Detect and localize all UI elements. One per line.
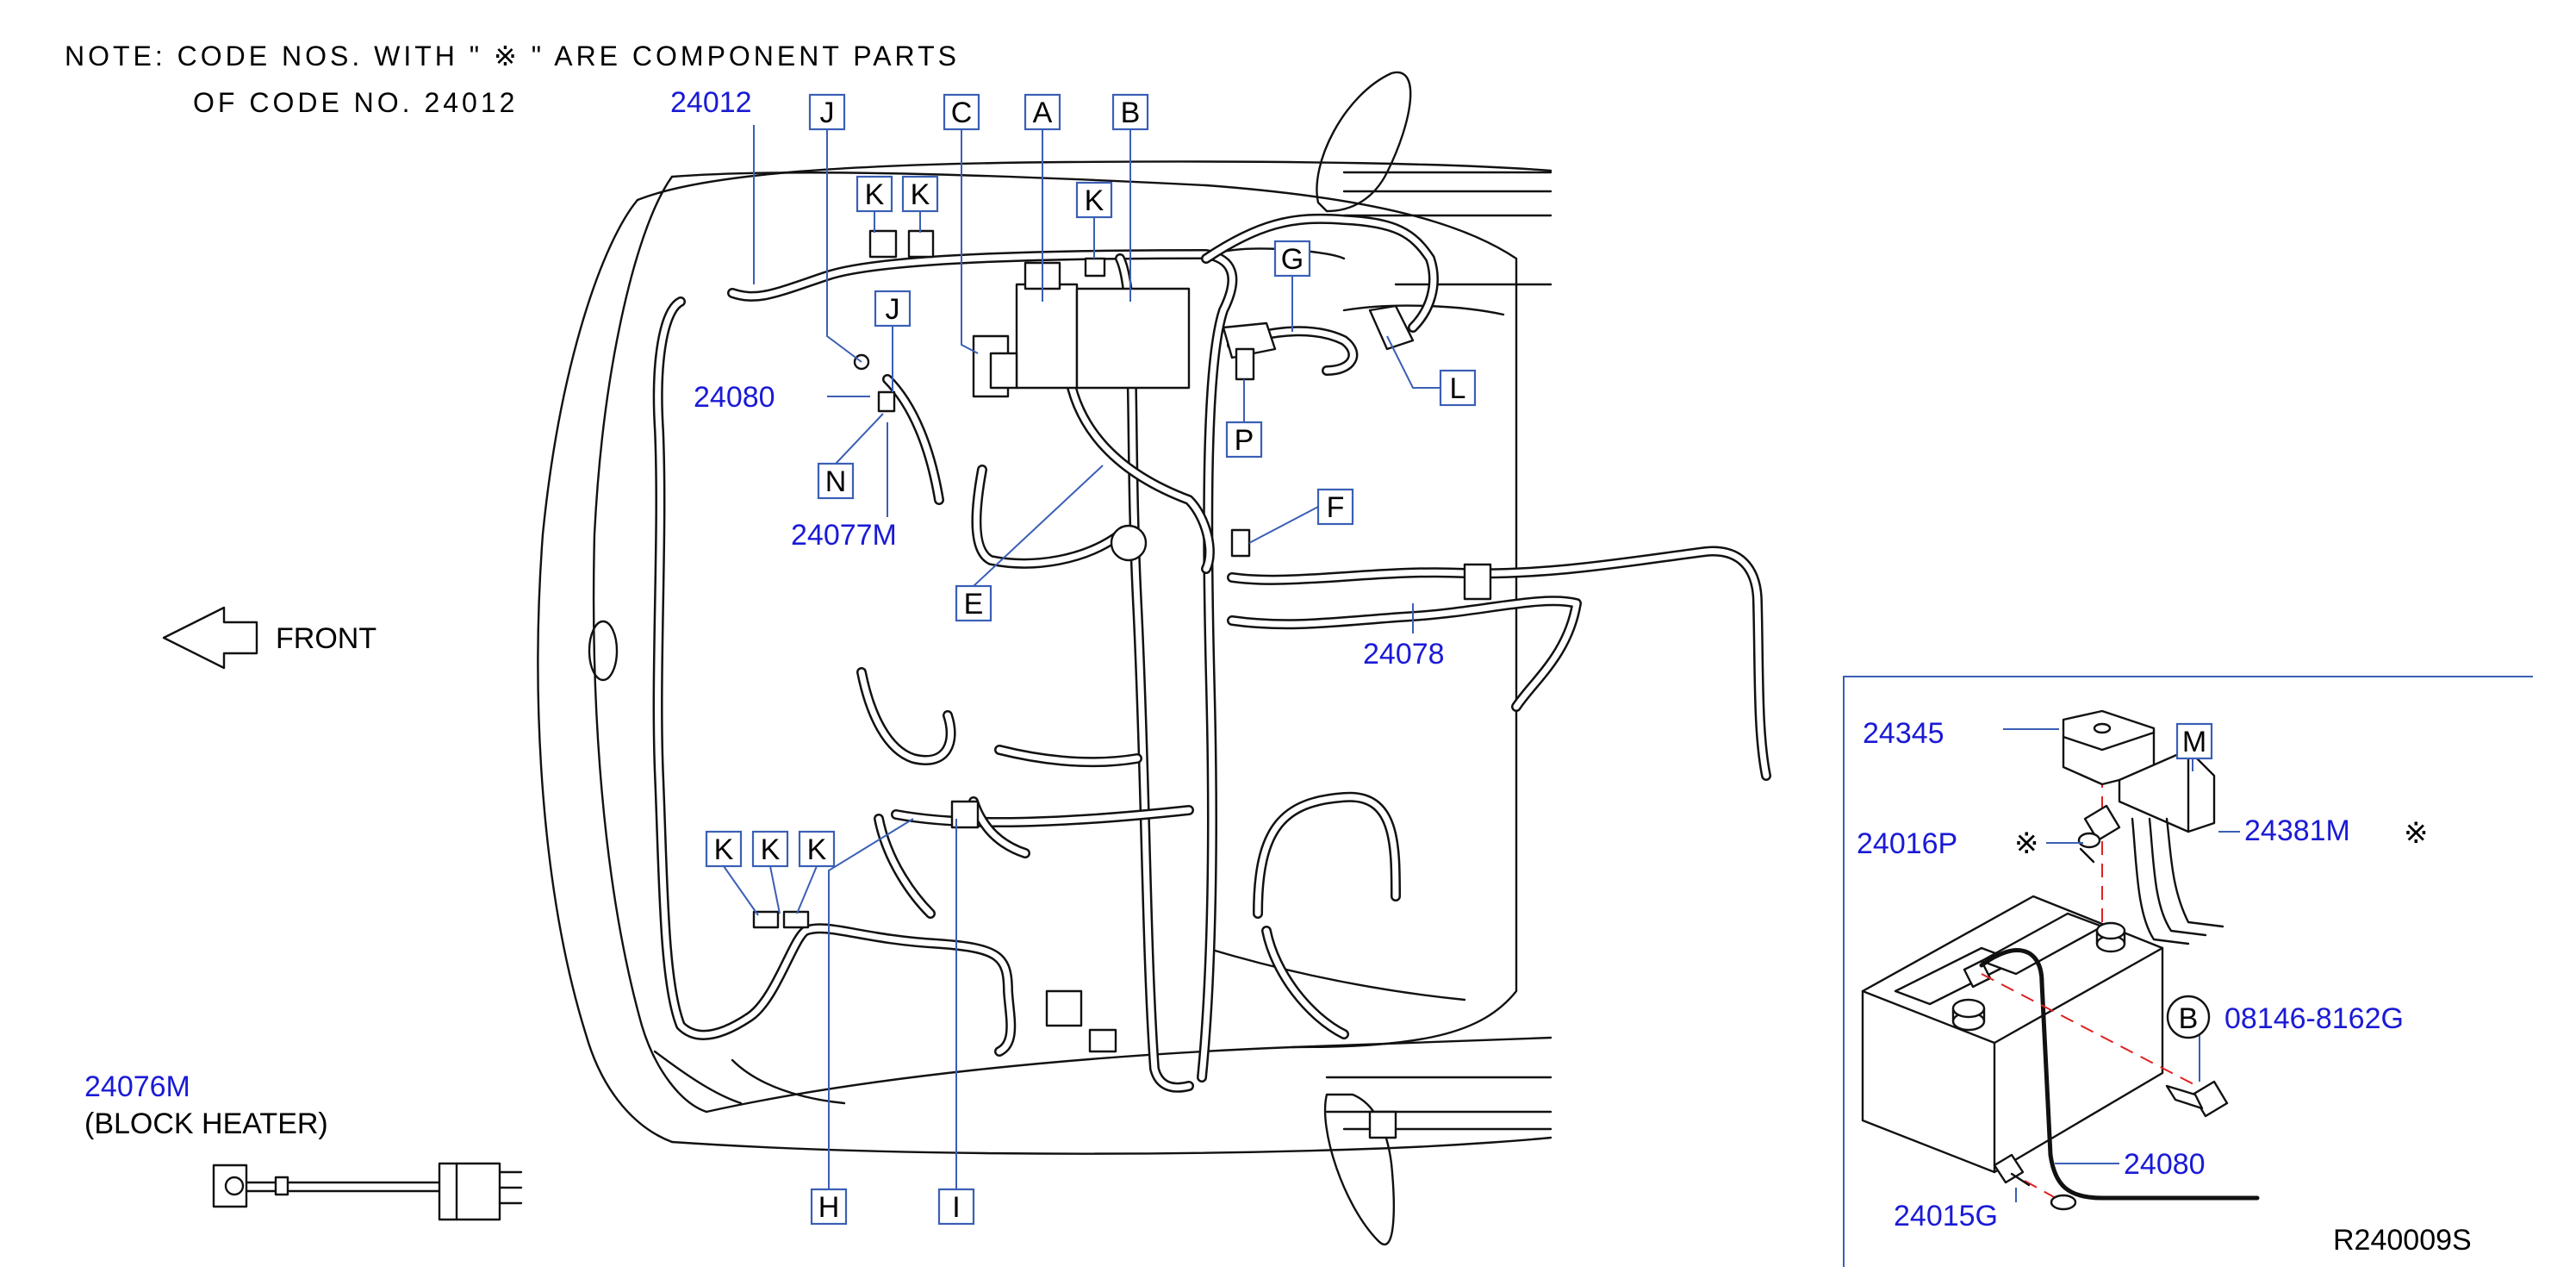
part-24076m: 24076M bbox=[84, 1070, 190, 1103]
svg-text:B: B bbox=[1121, 97, 1141, 129]
connector-c bbox=[972, 334, 1018, 398]
svg-text:K: K bbox=[714, 833, 734, 866]
tag-l: L bbox=[1386, 335, 1477, 407]
svg-text:M: M bbox=[2182, 726, 2206, 758]
connector-lower-misc bbox=[1045, 524, 1397, 1139]
note-line-1: NOTE: CODE NOS. WITH " ※ " ARE COMPONENT… bbox=[65, 41, 960, 72]
tag-e: E bbox=[955, 465, 1104, 622]
note-line-2: OF CODE NO. 24012 bbox=[193, 87, 518, 118]
svg-text:N: N bbox=[825, 465, 847, 498]
tag-j-top: J bbox=[808, 93, 862, 363]
tag-g: G bbox=[1273, 240, 1311, 332]
part-24381m: 24381M bbox=[2244, 814, 2350, 847]
inset-frame bbox=[1843, 676, 2533, 1267]
tag-j-2: J bbox=[874, 290, 912, 392]
part-24015g: 24015G bbox=[1894, 1200, 1998, 1232]
fuse-box-a bbox=[1015, 261, 1079, 390]
part-24345: 24345 bbox=[1863, 717, 1944, 750]
svg-text:K: K bbox=[865, 178, 885, 211]
tag-m: M bbox=[2175, 722, 2213, 760]
svg-text:F: F bbox=[1327, 491, 1345, 524]
svg-text:C: C bbox=[951, 97, 973, 129]
tag-k-5: K bbox=[751, 830, 789, 914]
tag-f: F bbox=[1248, 488, 1354, 544]
front-label: FRONT bbox=[276, 622, 376, 655]
part-24080-inset: 24080 bbox=[2124, 1148, 2206, 1181]
main-harness bbox=[652, 213, 1771, 1093]
connector-f bbox=[1230, 528, 1251, 558]
svg-text:A: A bbox=[1033, 97, 1053, 129]
bolt-icon bbox=[2165, 1080, 2229, 1118]
svg-text:K: K bbox=[1085, 184, 1104, 217]
tag-k-2: K bbox=[901, 175, 939, 233]
asterisk-24016p: ※ bbox=[2014, 827, 2039, 860]
part-24012: 24012 bbox=[670, 86, 752, 119]
tag-k-3: K bbox=[1075, 181, 1113, 259]
tag-n: N bbox=[817, 413, 884, 500]
block-heater-label: (BLOCK HEATER) bbox=[84, 1107, 328, 1140]
diagram-code: R240009S bbox=[2333, 1224, 2472, 1257]
ground-bolt-icon bbox=[1993, 1153, 2077, 1211]
tag-b: B bbox=[1111, 93, 1149, 302]
asterisk-24381m: ※ bbox=[2404, 817, 2429, 850]
connector-p bbox=[1235, 347, 1255, 381]
part-24077m: 24077M bbox=[791, 519, 897, 552]
svg-text:J: J bbox=[820, 97, 835, 129]
svg-text:B: B bbox=[2179, 1002, 2199, 1035]
svg-text:H: H bbox=[818, 1191, 840, 1224]
battery-inset bbox=[1861, 709, 2260, 1211]
tag-c: C bbox=[943, 93, 980, 354]
tag-a: A bbox=[1024, 93, 1061, 302]
connector-l bbox=[1368, 304, 1415, 351]
part-24078: 24078 bbox=[1363, 638, 1445, 671]
svg-text:K: K bbox=[911, 178, 930, 211]
part-24080: 24080 bbox=[694, 381, 775, 414]
svg-text:I: I bbox=[952, 1191, 960, 1224]
block-heater-cord bbox=[212, 1162, 523, 1221]
tag-k-6: K bbox=[796, 830, 836, 914]
connector-k-top bbox=[868, 229, 1106, 278]
tag-k-1: K bbox=[856, 175, 893, 233]
svg-text:L: L bbox=[1450, 372, 1466, 405]
part-24016p: 24016P bbox=[1857, 827, 1957, 860]
tag-k-4: K bbox=[705, 830, 759, 916]
svg-text:E: E bbox=[964, 588, 984, 621]
connector-24078 bbox=[1463, 563, 1492, 601]
tag-i: I bbox=[937, 819, 975, 1226]
front-arrow-icon bbox=[162, 606, 258, 670]
tag-h: H bbox=[810, 818, 914, 1226]
svg-text:J: J bbox=[886, 293, 900, 326]
svg-text:K: K bbox=[807, 833, 827, 866]
circle-tag-b: B bbox=[2166, 995, 2211, 1039]
svg-text:K: K bbox=[761, 833, 781, 866]
svg-text:P: P bbox=[1235, 424, 1254, 457]
part-08146-8162g: 08146-8162G bbox=[2224, 1002, 2404, 1035]
tag-p: P bbox=[1225, 379, 1263, 459]
svg-text:G: G bbox=[1281, 243, 1304, 276]
connector-k-lower bbox=[752, 910, 810, 929]
connector-i bbox=[950, 800, 980, 829]
relay-box-b bbox=[1075, 287, 1191, 390]
